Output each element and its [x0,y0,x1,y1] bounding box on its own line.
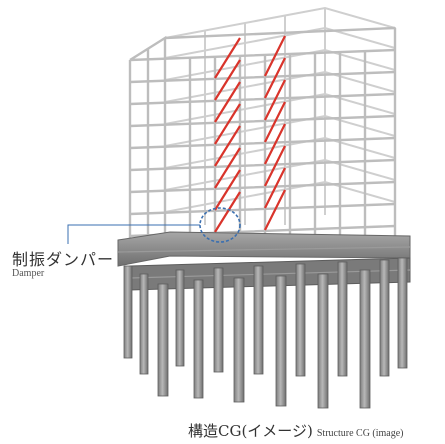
damper-label-english: Damper [12,268,45,279]
damper-label: 制振ダンパー [12,250,115,269]
upper-frame-front [128,26,397,245]
damper-callout [67,207,241,244]
damper-braces [214,35,286,233]
caption-english: Structure CG (image) [316,428,404,439]
image-caption: 構造CG(イメージ)Structure CG (image) [188,420,404,441]
podium-columns [123,257,408,409]
caption-japanese: 構造CG(イメージ) [188,422,313,440]
